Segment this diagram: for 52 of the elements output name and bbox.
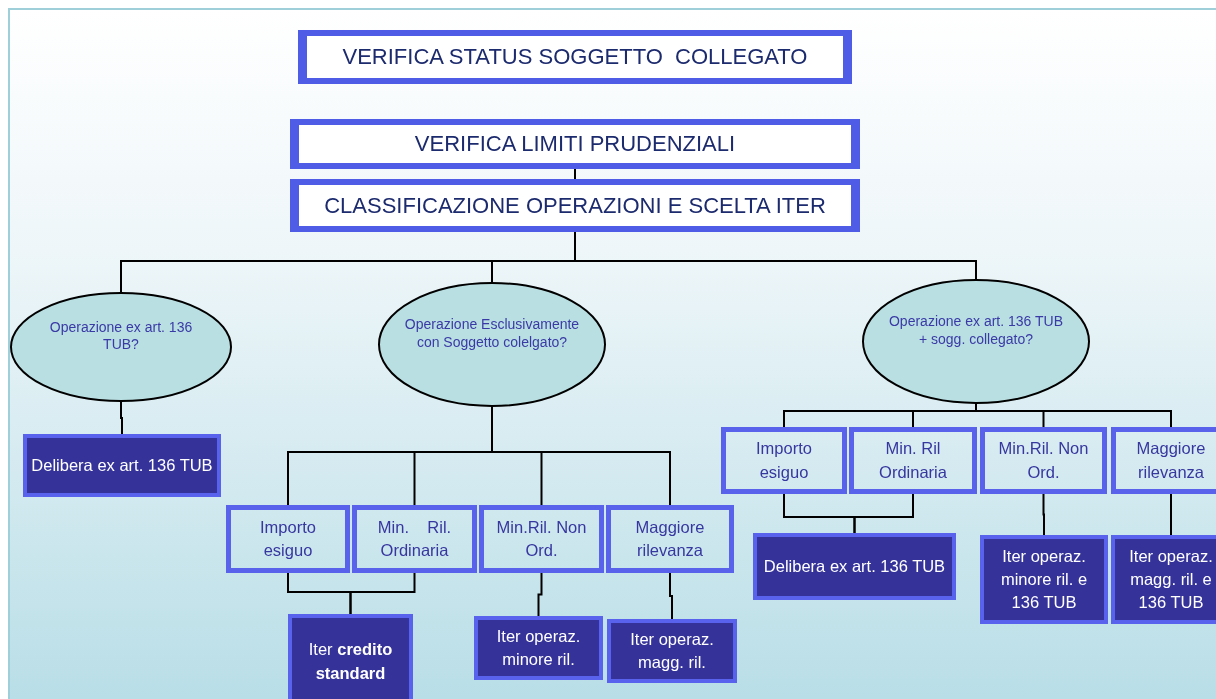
decision-ellipse — [10, 292, 232, 402]
category-box — [1111, 427, 1216, 494]
decision-ellipse — [378, 282, 606, 407]
category-box — [226, 505, 350, 573]
node-text: Operazione ex art. 136 TUB + sogg. collegato? — [888, 313, 1064, 348]
connector-line — [491, 406, 671, 506]
node-text: VERIFICA LIMITI PRUDENZIALI — [414, 131, 736, 157]
node-text: Maggiore rilevanza — [1135, 438, 1207, 483]
node-text: Iter credito standard — [307, 639, 394, 684]
outcome-box — [23, 434, 221, 497]
connector-line — [1042, 493, 1045, 536]
category-box — [980, 427, 1107, 494]
node-text: Min.Ril. Non Ord. — [495, 516, 588, 561]
outcome-box — [1111, 535, 1216, 624]
connector-line — [853, 493, 914, 534]
outcome-box — [607, 619, 737, 683]
node-text: Maggiore rilevanza — [634, 516, 706, 561]
connector-line — [669, 572, 673, 620]
node-text: VERIFICA STATUS SOGGETTO COLLEGATO — [342, 44, 808, 70]
process-box — [290, 179, 860, 232]
category-box — [721, 427, 847, 494]
node-text: Importo esiguo — [259, 516, 317, 561]
node-text: Operazione ex art. 136 TUB? — [48, 318, 194, 354]
connector-line — [120, 401, 123, 435]
node-text: Delibera ex art. 136 TUB — [763, 555, 946, 577]
connector-line — [975, 403, 1172, 428]
connector-line — [1170, 493, 1172, 536]
node-text: Iter operaz. magg. ril. — [629, 628, 715, 673]
node-text: Delibera ex art. 136 TUB — [31, 454, 213, 476]
node-text: Operazione Esclusivamente con Soggetto colelgato? — [404, 316, 580, 351]
outcome-box — [980, 535, 1108, 624]
outcome-box — [753, 533, 956, 600]
category-box — [849, 427, 977, 494]
outcome-box — [288, 614, 413, 699]
node-text: Min. Ril. Ordinaria — [376, 516, 453, 561]
node-text: Importo esiguo — [755, 438, 813, 483]
connector-line — [537, 572, 543, 617]
node-text: CLASSIFICAZIONE OPERAZIONI E SCELTA ITER — [324, 192, 826, 219]
connector-line — [349, 572, 416, 615]
node-text: Min. Ril Ordinaria — [878, 438, 948, 483]
category-box — [479, 505, 604, 573]
process-box — [298, 30, 852, 84]
node-text: Iter operaz. minore ril. e 136 TUB — [999, 545, 1089, 614]
node-text: Min.Ril. Non Ord. — [997, 438, 1090, 483]
node-text: Iter operaz. minore ril. — [495, 625, 582, 670]
outcome-box — [474, 616, 603, 680]
decision-ellipse — [862, 279, 1090, 404]
category-box — [352, 505, 477, 573]
category-box — [606, 505, 734, 573]
process-box — [290, 119, 860, 169]
connector-line — [574, 168, 576, 180]
node-text: Iter operaz. magg. ril. e 136 TUB — [1128, 545, 1214, 614]
